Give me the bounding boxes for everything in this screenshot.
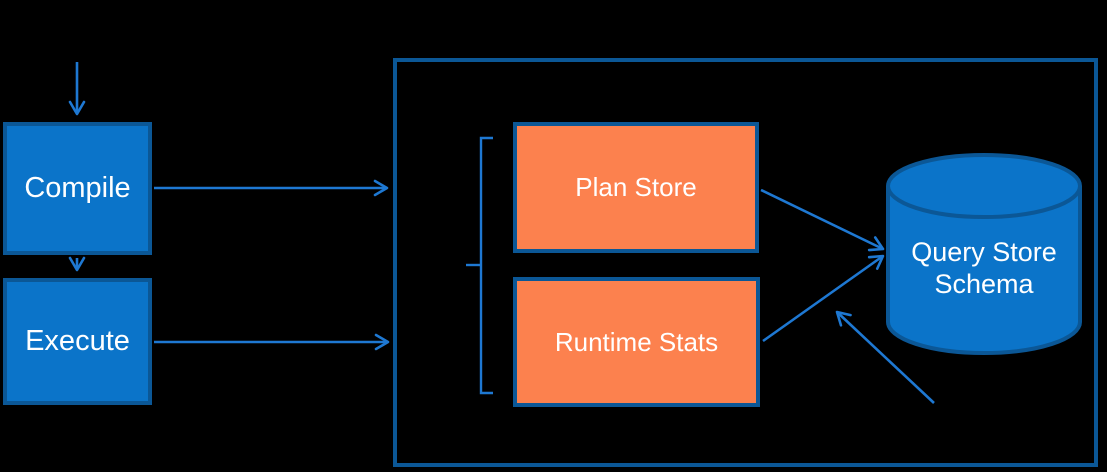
compile-label: Compile xyxy=(24,172,131,204)
plan-store-label: Plan Store xyxy=(575,172,697,202)
query-store-schema-label-line1: Query Store xyxy=(911,237,1057,267)
runtime-stats-node: Runtime Stats xyxy=(513,277,760,407)
execute-label: Execute xyxy=(25,325,130,357)
query-store-schema-label: Query Store Schema xyxy=(888,234,1080,302)
compile-node: Compile xyxy=(3,122,152,255)
plan-store-node: Plan Store xyxy=(513,122,759,253)
execute-node: Execute xyxy=(3,278,152,405)
runtime-stats-label: Runtime Stats xyxy=(554,326,719,357)
query-store-schema-label-line2: Schema xyxy=(934,269,1034,299)
query-store-frame xyxy=(393,58,1098,467)
